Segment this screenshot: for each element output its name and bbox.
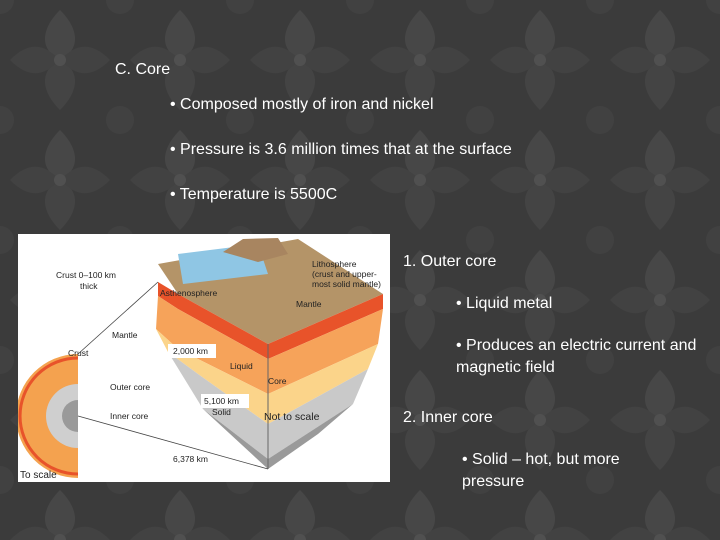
label-depth-2000: 2,000 km: [173, 346, 208, 356]
label-depth-6378: 6,378 km: [173, 454, 208, 464]
label-crust-thick: thick: [80, 281, 98, 291]
bullet-temperature: • Temperature is 5500C: [170, 186, 338, 203]
label-lithosphere-3: most solid mantle): [312, 279, 381, 289]
label-mantle-left: Mantle: [112, 330, 138, 340]
earth-layers-figure: Crust 0–100 km thick Lithosphere (crust …: [18, 234, 390, 482]
inner-core-bullet-solid: • Solid – hot, but more pressure: [462, 451, 620, 490]
label-solid: Solid: [212, 407, 231, 417]
label-not-to-scale: Not to scale: [264, 411, 320, 423]
label-liquid: Liquid: [230, 361, 253, 371]
asthenosphere-layer: [158, 282, 383, 359]
label-core: Core: [268, 376, 287, 386]
inner-core-layer: [203, 404, 353, 469]
bullet-composition: • Composed mostly of iron and nickel: [170, 96, 434, 113]
label-lithosphere-2: (crust and upper-: [312, 269, 377, 279]
inner-core-title: 2. Inner core: [403, 409, 493, 426]
to-scale-globe: [18, 354, 79, 478]
bullet-pressure: • Pressure is 3.6 million times that at …: [170, 141, 512, 158]
label-to-scale: To scale: [20, 470, 57, 481]
earth-cutaway-diagram: Crust 0–100 km thick Lithosphere (crust …: [18, 238, 383, 481]
section-heading: C. Core: [115, 61, 171, 78]
label-depth-5100: 5,100 km: [204, 396, 239, 406]
label-crust-thickness: Crust 0–100 km: [56, 270, 116, 280]
outer-core-bullet-current: • Produces an electric current and magne…: [456, 337, 697, 376]
outer-core-title: 1. Outer core: [403, 253, 497, 270]
label-outer-core: Outer core: [110, 382, 150, 392]
label-crust: Crust: [68, 348, 89, 358]
label-asthenosphere: Asthenosphere: [160, 288, 217, 298]
label-mantle-right: Mantle: [296, 299, 322, 309]
label-lithosphere: Lithosphere: [312, 259, 357, 269]
outer-core-bullet-liquid: • Liquid metal: [456, 295, 553, 312]
label-inner-core: Inner core: [110, 411, 149, 421]
